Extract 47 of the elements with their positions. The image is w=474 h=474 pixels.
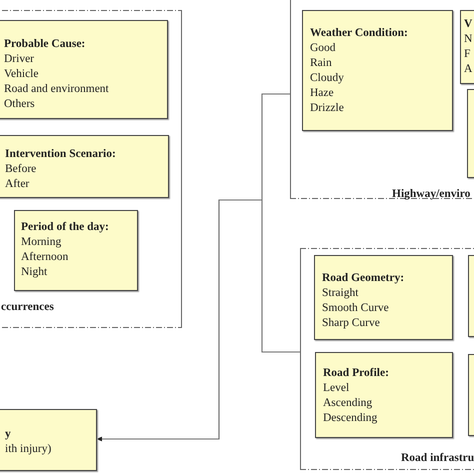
category-item: Night xyxy=(21,265,48,280)
category-item: Driver xyxy=(4,52,34,67)
category-item: Before xyxy=(5,162,36,177)
category-heading: V xyxy=(464,17,472,32)
category-heading: Period of the day: xyxy=(21,220,109,235)
category-item: Haze xyxy=(310,86,334,101)
category-heading: Weather Condition: xyxy=(310,26,408,41)
group-title: Road infrastru xyxy=(401,452,474,464)
category-item: F xyxy=(464,47,470,62)
category-item: Morning xyxy=(21,235,62,250)
category-box xyxy=(315,352,453,438)
group-title: Highway/enviro xyxy=(392,188,470,200)
category-item: ith injury) xyxy=(5,442,52,457)
category-item: Descending xyxy=(323,411,378,426)
category-item: Afternoon xyxy=(21,250,68,265)
dashed-group-frame xyxy=(300,248,474,470)
category-item: Rain xyxy=(310,56,332,71)
connector-arrow xyxy=(96,199,300,442)
dashed-group-frame xyxy=(0,10,182,328)
category-item: Road and environment xyxy=(4,82,109,97)
dashed-group-frame xyxy=(290,0,474,199)
category-heading: Road Profile: xyxy=(323,366,389,381)
category-item: Level xyxy=(323,381,350,396)
category-heading: Road Geometry: xyxy=(322,271,404,286)
category-item: Vehicle xyxy=(4,67,38,82)
category-box xyxy=(314,255,453,340)
category-heading: Probable Cause: xyxy=(4,37,86,52)
category-box xyxy=(0,20,168,119)
category-item: After xyxy=(5,177,30,192)
category-item: N xyxy=(464,32,472,47)
category-box xyxy=(0,409,97,471)
category-item: Good xyxy=(310,41,336,56)
category-item: Others xyxy=(4,97,35,112)
category-item: Ascending xyxy=(323,396,372,411)
category-box xyxy=(302,10,453,131)
category-box xyxy=(460,10,474,84)
category-item: Drizzle xyxy=(310,101,344,116)
category-item: Cloudy xyxy=(310,71,344,86)
category-heading: y xyxy=(5,427,11,442)
category-box xyxy=(14,210,138,291)
category-item: Smooth Curve xyxy=(322,301,389,316)
category-box xyxy=(0,135,169,198)
category-item: A xyxy=(464,62,472,77)
category-item: Sharp Curve xyxy=(322,316,380,331)
group-title: ccurrences xyxy=(1,301,54,313)
category-item: Straight xyxy=(322,286,358,301)
category-heading: Intervention Scenario: xyxy=(5,147,116,162)
